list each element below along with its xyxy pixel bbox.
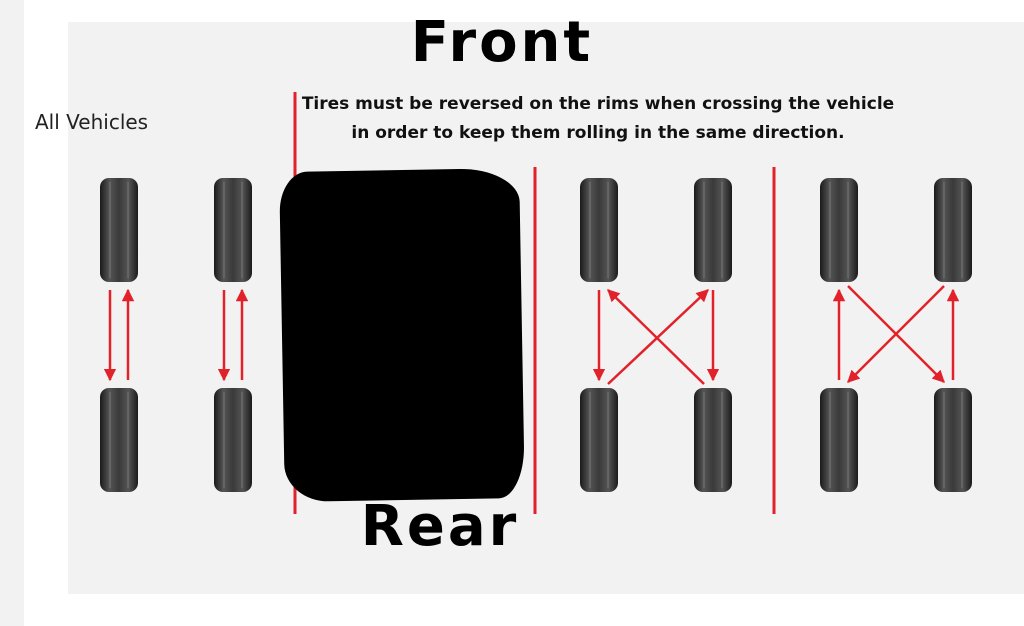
crossing-note-line-2: in order to keep them rolling in the sam… bbox=[351, 123, 845, 143]
tire-rear-right-1 bbox=[214, 388, 252, 492]
tire-rear-right-3 bbox=[694, 388, 732, 492]
tire-front-left-1 bbox=[100, 178, 138, 282]
arrow-cross-rear-left-to-front-right-3 bbox=[607, 289, 709, 385]
crossing-note-line-1: Tires must be reversed on the rims when … bbox=[301, 94, 895, 114]
tire-rear-left-4 bbox=[820, 388, 858, 492]
rear-label: Rear bbox=[360, 494, 520, 559]
arrow-cross-rear-right-to-front-left-3 bbox=[607, 289, 705, 385]
tire-front-right-1 bbox=[214, 178, 252, 282]
arrow-cross-front-right-to-rear-left-4 bbox=[847, 285, 945, 383]
front-label: Front bbox=[410, 10, 594, 75]
tire-front-right-4 bbox=[934, 178, 972, 282]
left-margin-strip bbox=[0, 0, 24, 626]
tire-front-right-3 bbox=[694, 178, 732, 282]
tire-front-left-3 bbox=[580, 178, 618, 282]
redaction-blackout bbox=[279, 167, 525, 503]
tire-rear-left-1 bbox=[100, 388, 138, 492]
crossing-note: Tires must be reversed on the rims when … bbox=[240, 90, 956, 148]
diagram-panel bbox=[68, 22, 1024, 594]
tire-rear-right-4 bbox=[934, 388, 972, 492]
tire-front-left-4 bbox=[820, 178, 858, 282]
tire-rear-left-3 bbox=[580, 388, 618, 492]
all-vehicles-label: All Vehicles bbox=[35, 110, 149, 134]
